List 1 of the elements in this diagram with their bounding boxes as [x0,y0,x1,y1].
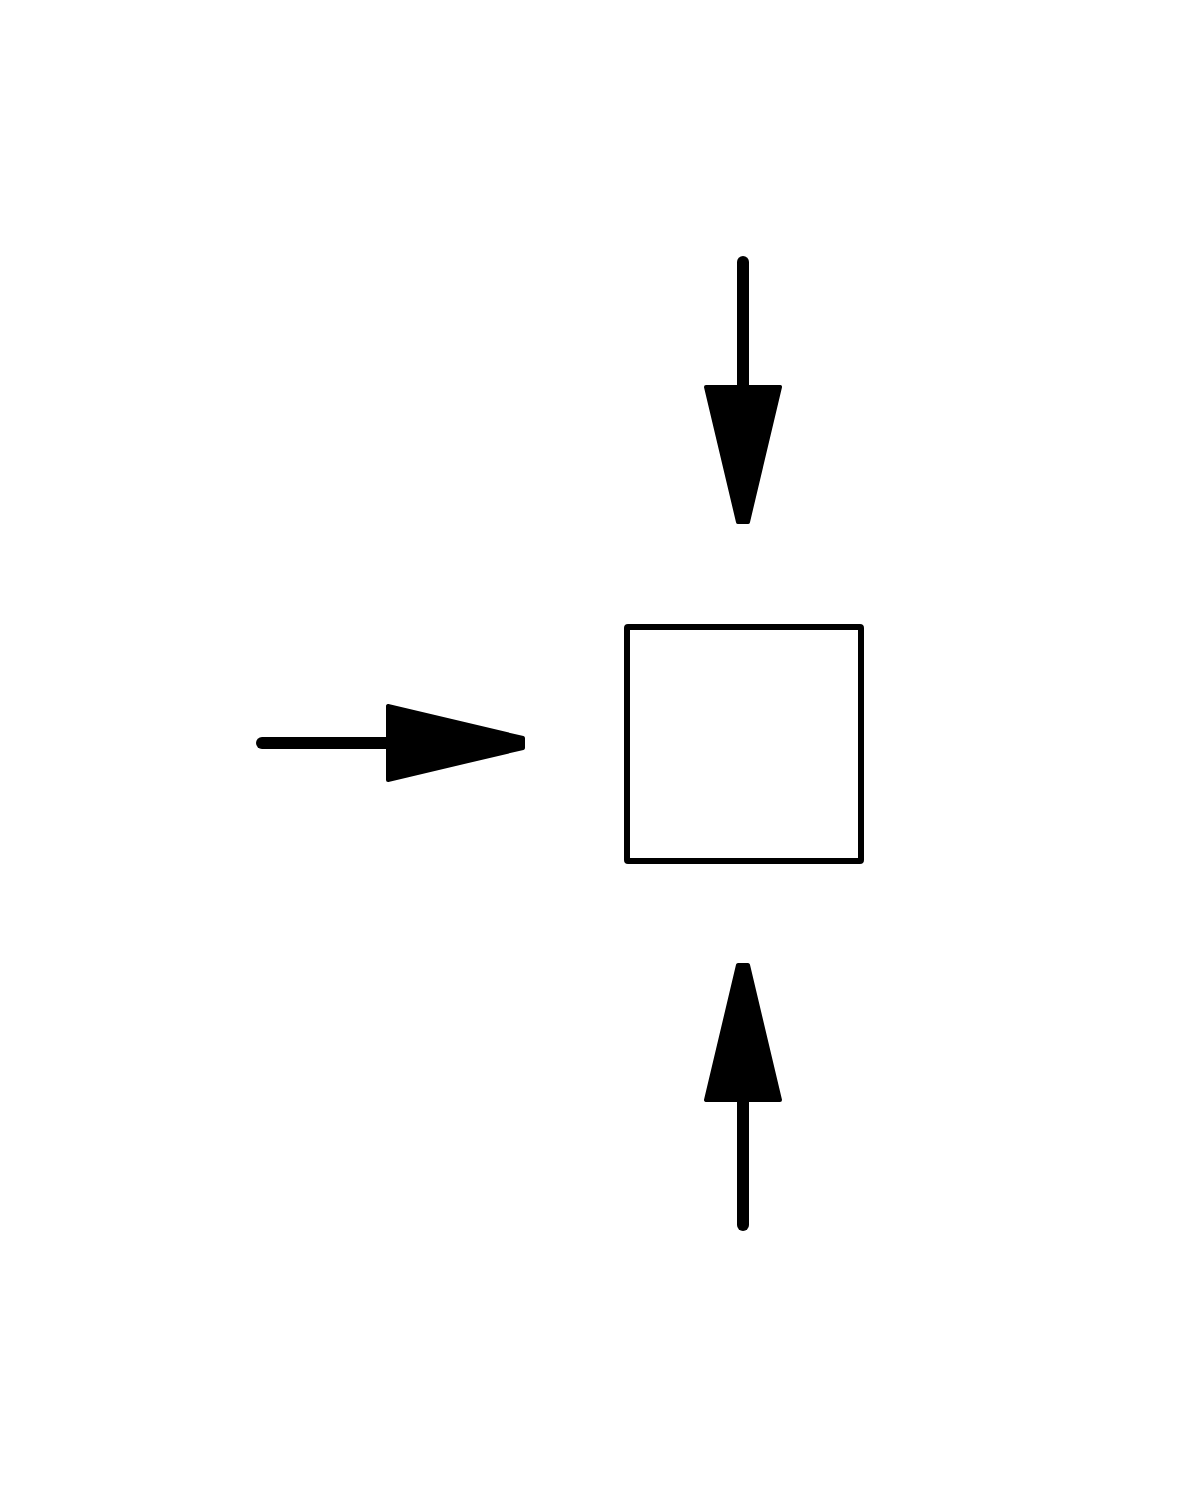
empty-box [624,624,864,864]
